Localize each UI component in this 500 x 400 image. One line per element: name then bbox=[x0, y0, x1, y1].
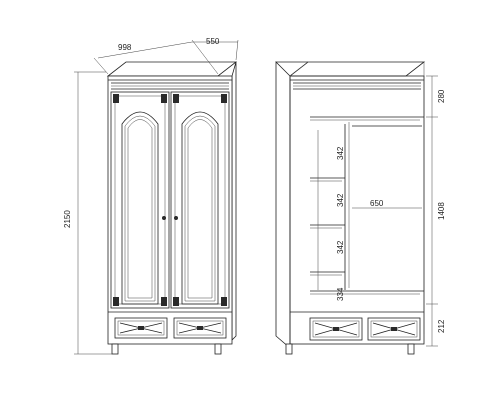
width-dimension: 998 bbox=[93, 39, 219, 75]
closed-drawers bbox=[108, 311, 232, 339]
top-compartment-label: 280 bbox=[437, 89, 446, 103]
left-shelves bbox=[310, 177, 345, 276]
depth-label: 550 bbox=[206, 37, 220, 46]
shelf-label-2: 342 bbox=[336, 193, 345, 207]
open-wardrobe: 650 342 342 342 334 280 1408 212 bbox=[275, 61, 446, 355]
width-label: 998 bbox=[118, 43, 132, 52]
closed-wardrobe: 998 550 2150 bbox=[63, 37, 239, 355]
inner-height-label: 1408 bbox=[437, 202, 446, 220]
hanging-width-label: 650 bbox=[370, 199, 384, 208]
shelf-label-4: 334 bbox=[336, 287, 345, 301]
left-door bbox=[110, 91, 170, 309]
right-door bbox=[170, 91, 230, 309]
height-dimension: 2150 bbox=[63, 71, 112, 355]
shelf-label-3: 342 bbox=[336, 240, 345, 254]
depth-dimension: 550 bbox=[192, 37, 239, 61]
height-label: 2150 bbox=[63, 210, 72, 228]
right-dimensions: 280 1408 212 bbox=[426, 75, 446, 347]
hanging-width-dimension: 650 bbox=[352, 199, 422, 209]
open-drawers bbox=[309, 317, 421, 341]
shelf-label-1: 342 bbox=[336, 146, 345, 160]
drawer-zone-label: 212 bbox=[437, 319, 446, 333]
